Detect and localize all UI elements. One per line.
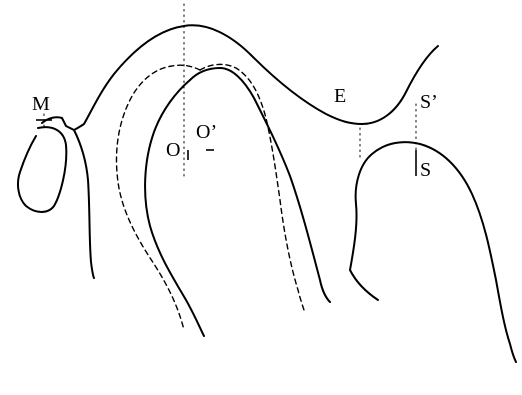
right-bulb-lower <box>350 270 378 300</box>
inner-arch-left <box>145 80 204 336</box>
label-S-prime: S’ <box>420 91 438 113</box>
dashed-inner-contour <box>200 64 304 310</box>
label-O-prime: O’ <box>196 121 217 143</box>
label-E: E <box>334 85 346 107</box>
dashed-outer-contour <box>117 65 201 330</box>
label-M: M <box>32 93 50 115</box>
left-loop <box>18 127 66 212</box>
label-O: O <box>166 139 180 161</box>
label-S: S <box>420 159 431 181</box>
right-bulb <box>350 142 516 362</box>
left-descending-line <box>74 130 94 278</box>
